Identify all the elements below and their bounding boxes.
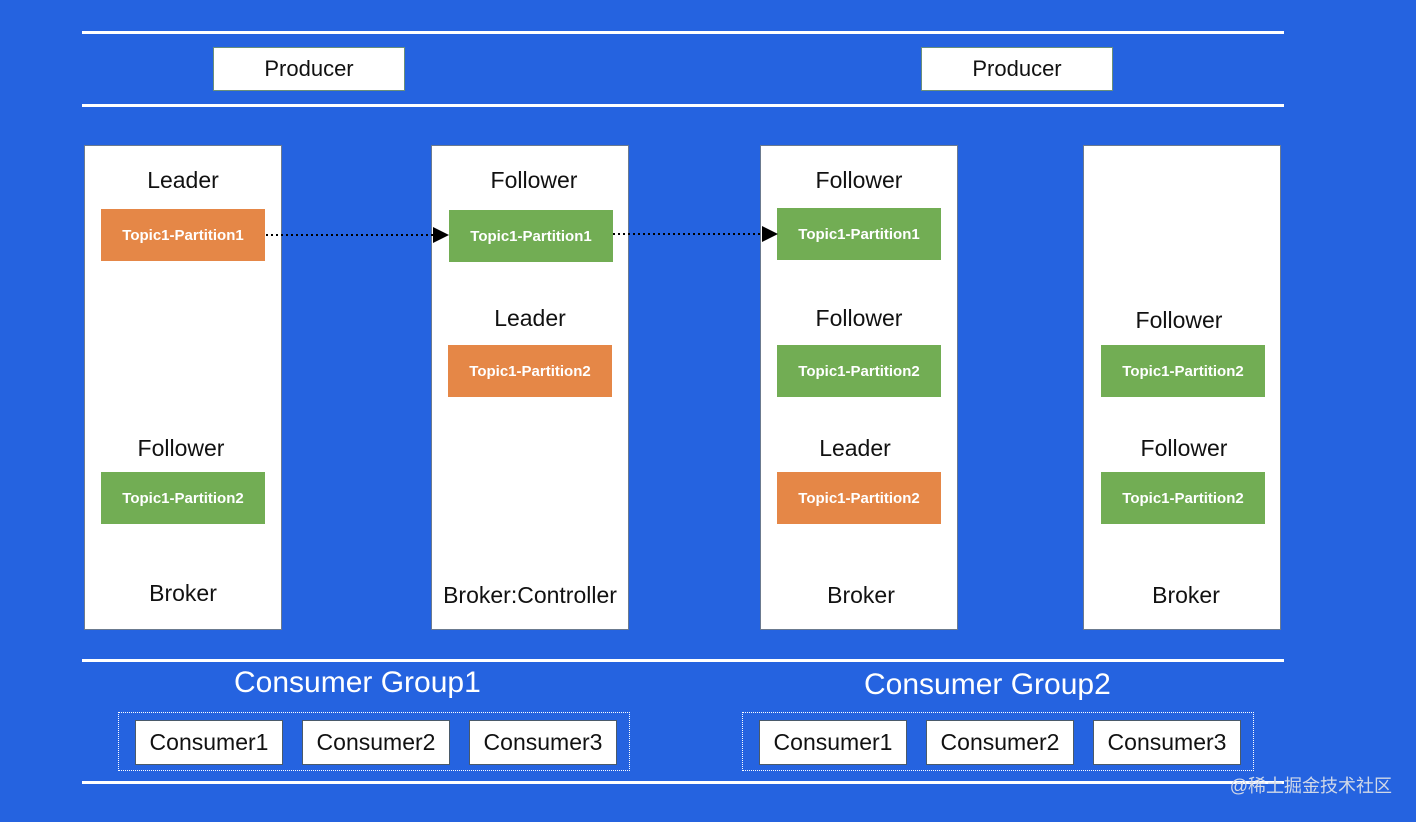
consumer-group-1-box — [118, 712, 630, 771]
broker-3-partition-2: Topic1-Partition2 — [777, 345, 941, 397]
consumer-group-1-consumer-3: Consumer3 — [469, 720, 617, 765]
producer-divider — [82, 104, 1284, 107]
broker-1-label: Broker — [149, 580, 217, 606]
broker-3-label: Broker — [827, 582, 895, 608]
broker-3-partition-3: Topic1-Partition2 — [777, 472, 941, 524]
producer-box-1: Producer — [213, 47, 405, 91]
consumer-group-2-consumer-1: Consumer1 — [759, 720, 907, 765]
consumer-group-1-consumer-2: Consumer2 — [302, 720, 450, 765]
bottom-divider — [82, 781, 1284, 784]
broker-2-partition-1: Topic1-Partition1 — [449, 210, 613, 262]
broker-2-partition-2: Topic1-Partition2 — [448, 345, 612, 397]
top-divider — [82, 31, 1284, 34]
broker-1-partition-2: Topic1-Partition2 — [101, 472, 265, 524]
broker-2-role-1: Follower — [490, 167, 578, 193]
broker-4-label: Broker — [1152, 582, 1220, 608]
consumer-group-1-consumer-1: Consumer1 — [135, 720, 283, 765]
broker-3-role-3: Leader — [819, 435, 891, 461]
broker-1-role-1: Leader — [147, 167, 219, 193]
broker-1-role-2: Follower — [137, 435, 225, 461]
watermark: @稀土掘金技术社区 — [1229, 776, 1392, 796]
consumer-group-2-consumer-2: Consumer2 — [926, 720, 1074, 765]
broker-2-role-2: Leader — [494, 305, 566, 331]
consumer-divider — [82, 659, 1284, 662]
broker-3-role-2: Follower — [815, 305, 903, 331]
broker-2-label: Broker:Controller — [443, 582, 617, 608]
broker-4-partition-2: Topic1-Partition2 — [1101, 472, 1265, 524]
broker-4-partition-1: Topic1-Partition2 — [1101, 345, 1265, 397]
broker-3-role-1: Follower — [815, 167, 903, 193]
consumer-group-1-title: Consumer Group1 — [234, 666, 481, 699]
consumer-group-2-title: Consumer Group2 — [864, 668, 1111, 701]
consumer-group-2-consumer-3: Consumer3 — [1093, 720, 1241, 765]
broker-1-partition-1: Topic1-Partition1 — [101, 209, 265, 261]
broker-3-partition-1: Topic1-Partition1 — [777, 208, 941, 260]
consumer-group-2-box — [742, 712, 1254, 771]
broker-4-role-2: Follower — [1140, 435, 1228, 461]
broker-4-role-1: Follower — [1135, 307, 1223, 333]
producer-box-2: Producer — [921, 47, 1113, 91]
